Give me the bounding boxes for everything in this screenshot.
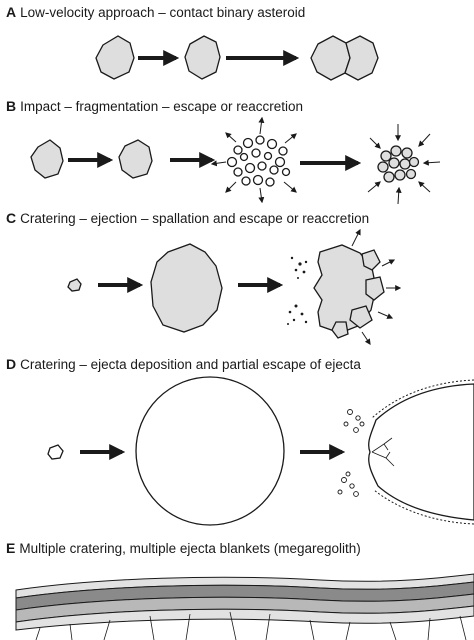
- asteroid-a3b: [344, 35, 379, 81]
- impactor-c: [67, 278, 82, 292]
- panel-c-figure: [67, 228, 402, 345]
- panel-a-figure: [95, 35, 379, 81]
- cratered-body-d: [368, 383, 474, 521]
- spall-fragments-c: [331, 249, 385, 339]
- ejecta-dots-c: [287, 256, 308, 325]
- asteroid-a1: [95, 35, 135, 80]
- fragment-arrows-in: [367, 124, 441, 205]
- asteroid-a2: [184, 35, 221, 80]
- ejecta-blanket-d: [371, 379, 474, 525]
- impactor-d: [47, 444, 64, 460]
- asteroid-b2: [118, 139, 153, 179]
- bedrock-fractures-e: [35, 611, 467, 640]
- fragment-cloud-b: [226, 135, 291, 187]
- ejecta-particles-d: [337, 409, 365, 497]
- large-body-d: [135, 376, 285, 526]
- panel-e-figure: [15, 573, 474, 640]
- asteroid-a3a: [310, 35, 351, 81]
- crater-fractures-d: [371, 437, 395, 467]
- panel-d-figure: [47, 376, 474, 526]
- layer-base: [15, 605, 474, 631]
- panel-b-figure: [30, 116, 441, 205]
- target-asteroid-c: [150, 243, 223, 333]
- ejecta-arrows-c: [351, 228, 402, 345]
- asteroid-b1: [30, 139, 64, 179]
- fragment-arrows-out: [210, 116, 297, 204]
- reaccreted-pile: [377, 145, 420, 183]
